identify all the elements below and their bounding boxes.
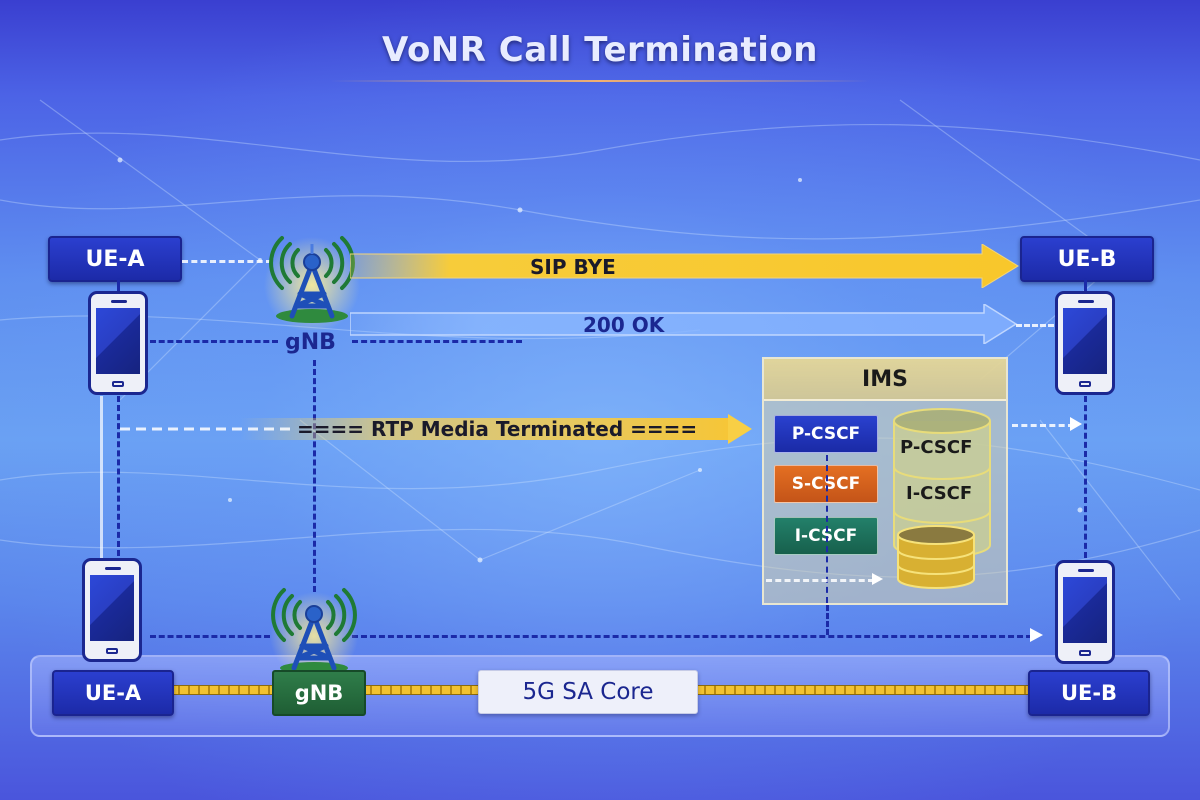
- sip-bye-label: SIP BYE: [530, 255, 616, 279]
- ue-b-stub: [1084, 278, 1087, 292]
- ims-title: IMS: [764, 359, 1006, 401]
- page-title: VoNR Call Termination: [381, 30, 819, 70]
- ue-b-bottom-label: UE-B: [1028, 670, 1150, 716]
- title-underline: [330, 80, 870, 82]
- ok-200-label: 200 OK: [583, 313, 665, 337]
- gnb-tower-icon: [264, 236, 360, 330]
- ims-internal-arrowhead: [872, 573, 883, 585]
- gnb-right-dash: [352, 340, 522, 343]
- ok-200-arrow: [350, 304, 1018, 344]
- 5g-sa-core-box: 5G SA Core: [478, 670, 698, 714]
- ue-a-vertical-link: [117, 396, 120, 556]
- ue-a-top-label: UE-A: [48, 236, 182, 282]
- ims-down-link: [826, 605, 829, 635]
- ims-to-ue-b-arrowhead: [1070, 417, 1082, 431]
- p-cscf-box: P-CSCF: [774, 415, 878, 453]
- link-gnb-core: [362, 685, 480, 695]
- ims-panel: IMS P-CSCF S-CSCF I-CSCF P-CSCF I-CSCF: [762, 357, 1008, 605]
- gnb-bottom-text: gNB: [294, 681, 344, 705]
- link-ue-a-gnb: [170, 685, 274, 695]
- ue-b-top-text: UE-B: [1057, 246, 1117, 272]
- bottom-gnb-ue-b-dash: [352, 635, 1032, 638]
- gnb-vertical-link: [313, 360, 316, 592]
- ue-a-bottom-text: UE-A: [84, 681, 142, 705]
- rtp-media-label: ==== RTP Media Terminated ====: [297, 417, 698, 441]
- db-label-p-cscf: P-CSCF: [900, 437, 973, 458]
- ue-a-bottom-phone-icon: [82, 558, 142, 662]
- ue-b-top-label: UE-B: [1020, 236, 1154, 282]
- 5g-sa-core-text: 5G SA Core: [522, 679, 654, 705]
- rtp-media-arrow: [120, 414, 752, 444]
- bottom-arrowhead: [1030, 628, 1043, 642]
- ue-a-gnb-dash: [150, 340, 278, 343]
- ue-a-phone-icon: [88, 291, 148, 395]
- sip-bye-arrow: [350, 244, 1019, 288]
- gnb-top-label: gNB: [285, 330, 336, 355]
- bottom-ue-a-gnb-dash: [150, 635, 270, 638]
- ue-a-top-text: UE-A: [85, 246, 145, 272]
- ue-b-phone-icon: [1055, 291, 1115, 395]
- ims-internal-arrow: [766, 579, 874, 582]
- ims-internal-link: [826, 455, 828, 603]
- ue-a-bottom-label: UE-A: [52, 670, 174, 716]
- ue-a-white-vertical: [100, 396, 103, 558]
- ims-database-icon: [893, 408, 991, 558]
- ue-a-stub: [117, 278, 120, 292]
- ims-to-ue-b-link: [1012, 424, 1074, 427]
- ue-b-bottom-text: UE-B: [1060, 681, 1118, 705]
- link-core-ue-b: [696, 685, 1030, 695]
- gnb-bottom-tower-icon: [270, 588, 358, 676]
- gnb-bottom-label: gNB: [272, 670, 366, 716]
- ims-small-database-icon: [897, 525, 975, 589]
- ue-b-bottom-phone-icon: [1055, 560, 1115, 664]
- ok-200-tail: [1016, 324, 1054, 327]
- ue-a-to-gnb-link: [182, 260, 272, 263]
- ue-b-vertical-link: [1084, 396, 1087, 558]
- db-label-i-cscf: I-CSCF: [906, 483, 973, 504]
